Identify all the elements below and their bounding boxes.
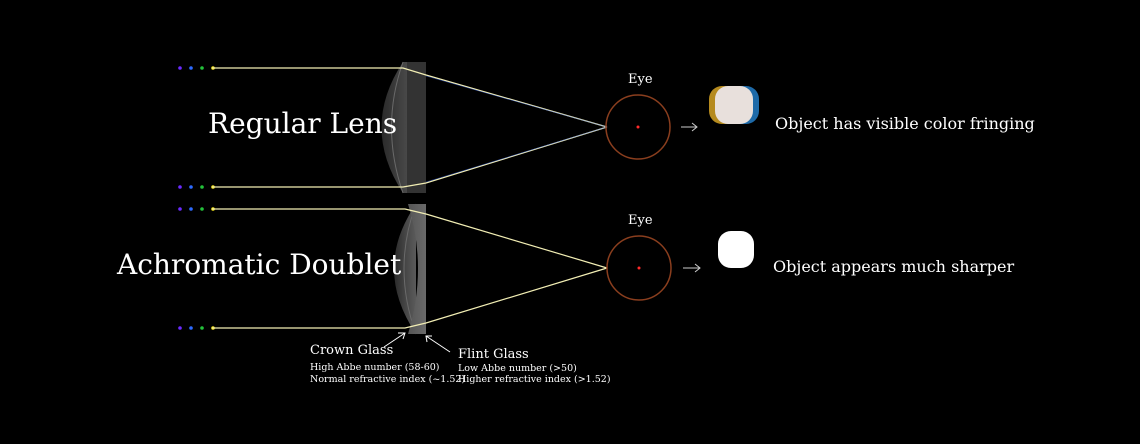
right-arrow-icon (681, 122, 698, 132)
flint-glass-title: Flint Glass (458, 347, 529, 362)
bottom-result-label: Object appears much sharper (773, 257, 1014, 276)
bottom-ray-lower (212, 267, 608, 329)
ray-dot (189, 185, 193, 189)
regular-lens-section: Regular Lens Eye Object has visible colo… (178, 61, 1035, 194)
top-result-label: Object has visible color fringing (775, 114, 1035, 133)
sharp-object-icon (718, 231, 754, 268)
top-eye-icon (605, 94, 671, 160)
achromatic-doublet-section: Achromatic Doublet Eye Object appears mu… (116, 203, 1014, 385)
ray-dot (178, 185, 182, 189)
crown-callout-arrow-icon (383, 332, 406, 348)
ray-dot (200, 66, 204, 70)
bottom-ray-upper (212, 208, 608, 269)
ray-dot (200, 326, 204, 330)
crown-glass-note-index: Normal refractive index (~1.52) (310, 374, 465, 385)
ray-dot (178, 66, 182, 70)
bottom-eye-label: Eye (628, 213, 653, 228)
top-ray-lower (212, 126, 608, 188)
crown-glass-title: Crown Glass (310, 343, 393, 358)
flint-glass-element (408, 204, 426, 334)
bottom-eye-icon (606, 235, 672, 301)
regular-lens-label: Regular Lens (208, 107, 397, 140)
ray-dot (189, 66, 193, 70)
right-arrow-icon (683, 263, 701, 273)
achromatic-doublet-label: Achromatic Doublet (116, 248, 402, 281)
ray-dot (178, 207, 182, 211)
flint-callout-arrow-icon (425, 335, 451, 353)
fringed-object-icon (709, 86, 759, 124)
ray-dot (178, 326, 182, 330)
crown-glass-note-abbe: High Abbe number (58-60) (310, 362, 440, 373)
flint-glass-note-index: Higher refractive index (>1.52) (458, 374, 611, 385)
top-eye-label: Eye (628, 72, 653, 87)
regular-lens-shape (381, 61, 426, 194)
ray-dot (189, 207, 193, 211)
top-pupil (636, 125, 640, 129)
ray-dot (200, 207, 204, 211)
bottom-pupil (637, 266, 641, 270)
top-ray-upper (212, 67, 608, 128)
ray-dot (189, 326, 193, 330)
flint-glass-note-abbe: Low Abbe number (>50) (458, 363, 577, 374)
crown-glass-element (394, 203, 417, 335)
ray-dot (200, 185, 204, 189)
